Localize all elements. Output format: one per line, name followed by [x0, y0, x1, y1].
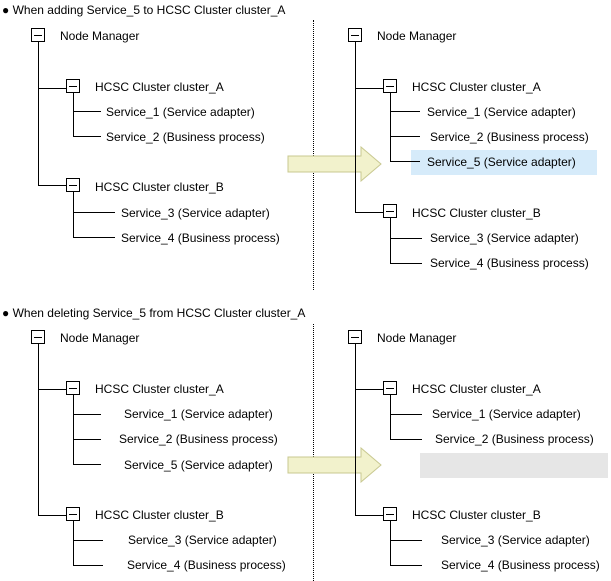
- collapse-icon[interactable]: [348, 28, 362, 42]
- tree-connector: [355, 212, 383, 213]
- tree-connector: [73, 439, 101, 440]
- collapse-icon[interactable]: [348, 330, 362, 344]
- service-label: Service_3 (Service adapter): [121, 206, 270, 220]
- cluster-label: HCSC Cluster cluster_B: [412, 508, 541, 522]
- tree-connector: [73, 565, 103, 566]
- tree-connector: [38, 389, 66, 390]
- tree-connector: [390, 111, 420, 112]
- tree-connector: [73, 540, 103, 541]
- arrow-right-icon: [287, 146, 382, 182]
- service-label: Service_4 (Business process): [121, 231, 280, 245]
- collapse-icon[interactable]: [383, 381, 397, 395]
- service-label: Service_1 (Service adapter): [124, 407, 273, 421]
- tree-connector: [390, 540, 422, 541]
- tree-root-label: Node Manager: [60, 29, 140, 43]
- tree-connector: [355, 344, 356, 515]
- removed-service-placeholder: [420, 453, 608, 478]
- collapse-icon[interactable]: [383, 204, 397, 218]
- cluster-label: HCSC Cluster cluster_A: [412, 80, 541, 94]
- service-label: Service_1 (Service adapter): [427, 105, 576, 119]
- service-label: Service_2 (Business process): [106, 130, 265, 144]
- added-service-highlight: [411, 150, 597, 175]
- tree-root-label: Node Manager: [377, 29, 457, 43]
- tree-connector: [73, 93, 74, 137]
- service-label: Service_1 (Service adapter): [432, 407, 581, 421]
- caption-adding: ● When adding Service_5 to HCSC Cluster …: [2, 3, 286, 17]
- collapse-icon[interactable]: [31, 330, 45, 344]
- tree-connector: [390, 263, 422, 264]
- cluster-label: HCSC Cluster cluster_A: [95, 80, 224, 94]
- tree-connector: [73, 521, 74, 566]
- service-label: Service_4 (Business process): [127, 558, 286, 572]
- service-label: Service_2 (Business process): [435, 432, 594, 446]
- arrow-right-icon: [287, 447, 382, 483]
- tree-connector: [38, 42, 39, 88]
- collapse-icon[interactable]: [66, 381, 80, 395]
- tree-connector: [38, 88, 66, 89]
- cluster-label: HCSC Cluster cluster_A: [412, 382, 541, 396]
- service-label: Service_1 (Service adapter): [106, 105, 255, 119]
- cluster-label: HCSC Cluster cluster_B: [412, 206, 541, 220]
- tree-connector: [73, 464, 101, 465]
- tree-connector: [73, 414, 101, 415]
- collapse-icon[interactable]: [383, 79, 397, 93]
- tree-connector: [355, 88, 383, 89]
- caption-deleting: ● When deleting Service_5 from HCSC Clus…: [2, 306, 306, 320]
- collapse-icon[interactable]: [66, 79, 80, 93]
- collapse-icon[interactable]: [66, 178, 80, 192]
- tree-connector: [73, 237, 115, 238]
- tree-connector: [390, 93, 391, 161]
- tree-connector: [73, 212, 115, 213]
- tree-connector: [38, 185, 66, 186]
- tree-root-label: Node Manager: [60, 331, 140, 345]
- tree-connector: [390, 439, 422, 440]
- tree-root-label: Node Manager: [377, 331, 457, 345]
- tree-connector: [355, 389, 383, 390]
- tree-connector: [390, 565, 422, 566]
- service-label: Service_2 (Business process): [430, 130, 589, 144]
- tree-connector: [73, 136, 101, 137]
- service-label: Service_3 (Service adapter): [441, 533, 590, 547]
- cluster-label: HCSC Cluster cluster_B: [95, 180, 224, 194]
- service-label: Service_4 (Business process): [430, 256, 589, 270]
- tree-connector: [390, 161, 420, 162]
- section-divider: [313, 324, 314, 581]
- tree-connector: [38, 88, 39, 185]
- cluster-label: HCSC Cluster cluster_A: [95, 382, 224, 396]
- collapse-icon[interactable]: [383, 507, 397, 521]
- service-label: Service_2 (Business process): [119, 432, 278, 446]
- section-divider: [313, 20, 314, 290]
- tree-connector: [390, 238, 422, 239]
- tree-connector: [73, 395, 74, 464]
- tree-connector: [355, 42, 356, 212]
- tree-connector: [38, 515, 66, 516]
- collapse-icon[interactable]: [31, 28, 45, 42]
- service-label: Service_3 (Service adapter): [128, 533, 277, 547]
- tree-connector: [390, 136, 420, 137]
- tree-connector: [73, 192, 74, 237]
- tree-connector: [355, 515, 383, 516]
- removed-service-label: Service_5 (Service adapter): [124, 458, 273, 472]
- cluster-label: HCSC Cluster cluster_B: [95, 508, 224, 522]
- tree-connector: [390, 395, 391, 439]
- service-label: Service_3 (Service adapter): [430, 231, 579, 245]
- added-service-label: Service_5 (Service adapter): [427, 155, 576, 169]
- tree-connector: [38, 344, 39, 515]
- tree-connector: [390, 414, 422, 415]
- tree-connector: [390, 218, 391, 263]
- tree-connector: [390, 521, 391, 566]
- collapse-icon[interactable]: [66, 507, 80, 521]
- tree-connector: [73, 111, 101, 112]
- service-label: Service_4 (Business process): [441, 558, 600, 572]
